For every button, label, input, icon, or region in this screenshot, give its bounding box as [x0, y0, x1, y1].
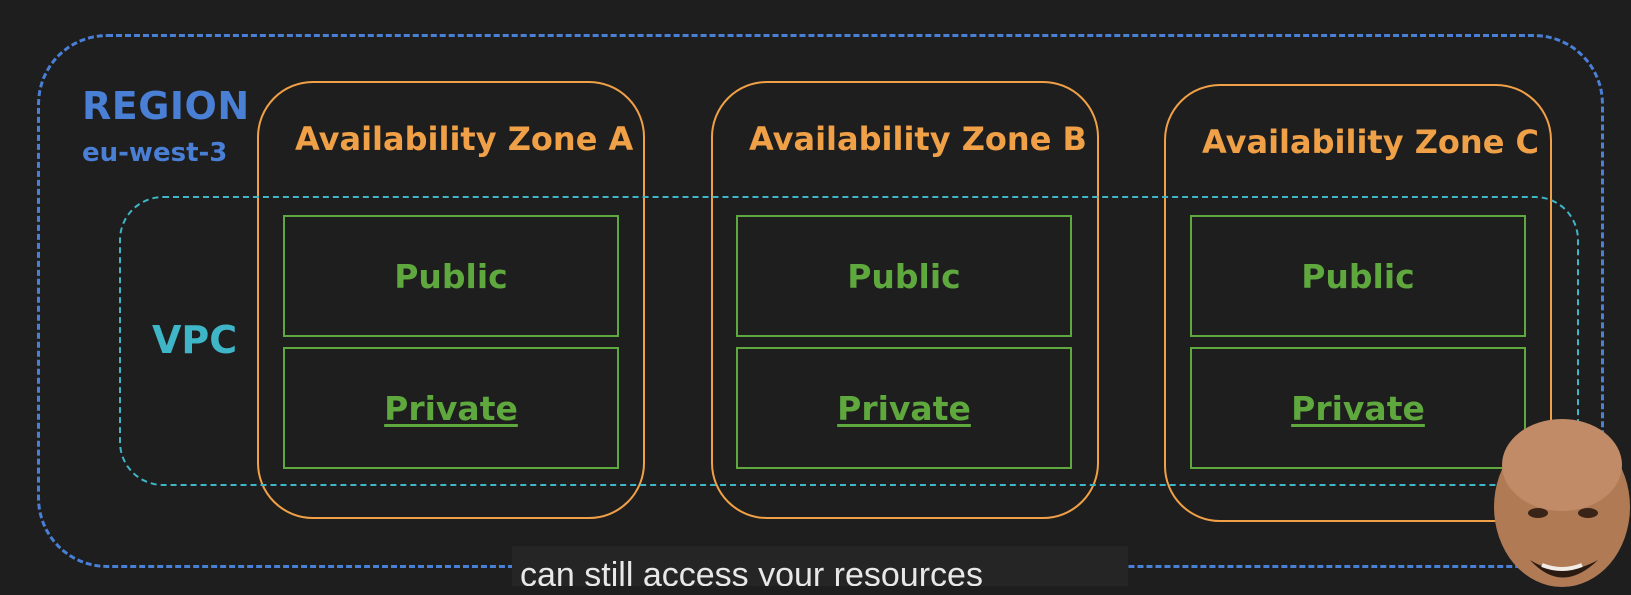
public-subnet-a: Public: [283, 215, 619, 337]
public-subnet-c: Public: [1190, 215, 1526, 337]
caption-text: can still access your resources: [520, 556, 983, 586]
public-subnet-label: Public: [847, 256, 961, 296]
video-caption: can still access your resources: [512, 546, 1128, 586]
private-subnet-label: Private: [837, 388, 971, 428]
private-subnet-a: Private: [283, 347, 619, 469]
region-title: REGION: [82, 84, 250, 128]
vpc-label: VPC: [152, 318, 238, 362]
availability-zone-b-label: Availability Zone B: [749, 120, 1087, 158]
public-subnet-label: Public: [1301, 256, 1415, 296]
private-subnet-label: Private: [384, 388, 518, 428]
public-subnet-b: Public: [736, 215, 1072, 337]
availability-zone-c-label: Availability Zone C: [1202, 123, 1540, 161]
public-subnet-label: Public: [394, 256, 508, 296]
region-name: eu-west-3: [82, 138, 228, 168]
private-subnet-label: Private: [1291, 388, 1425, 428]
availability-zone-a: [257, 81, 645, 519]
private-subnet-c: Private: [1190, 347, 1526, 469]
vpc-boundary: [119, 196, 1579, 486]
presenter-webcam: [1494, 419, 1630, 587]
availability-zone-c: [1164, 84, 1552, 522]
private-subnet-b: Private: [736, 347, 1072, 469]
availability-zone-b: [711, 81, 1099, 519]
availability-zone-a-label: Availability Zone A: [295, 120, 634, 158]
